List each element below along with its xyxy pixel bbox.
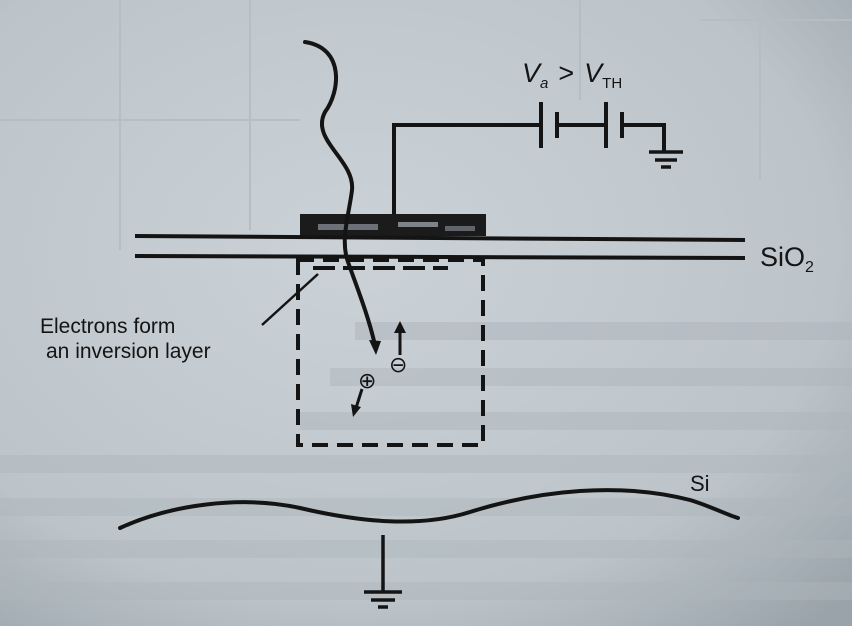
inversion-label-line1: Electrons form bbox=[40, 315, 175, 338]
hole-symbol-icon: ⊕ bbox=[358, 368, 376, 393]
gate-voltage-source bbox=[392, 102, 666, 217]
electron-symbol-icon: ⊖ bbox=[389, 352, 407, 377]
depletion-region-box bbox=[296, 258, 485, 447]
ground-icon-bottom bbox=[364, 535, 402, 609]
hole-carrier: ⊕ bbox=[351, 368, 376, 417]
ground-icon-top bbox=[649, 150, 683, 169]
hole-down-arrow-icon bbox=[351, 404, 361, 417]
electron-up-arrow-icon bbox=[394, 321, 406, 333]
inversion-label-leader bbox=[261, 273, 319, 326]
electron-carrier: ⊖ bbox=[389, 321, 407, 377]
photon-arrowhead bbox=[369, 340, 381, 355]
sio2-label: SiO2 bbox=[760, 242, 814, 276]
metal-gate-electrode bbox=[300, 214, 486, 236]
voltage-label: Va>VTH bbox=[522, 58, 622, 92]
faint-background-lines bbox=[0, 0, 852, 250]
silicon-substrate-edge bbox=[118, 488, 740, 530]
inversion-label-line2: an inversion layer bbox=[46, 340, 211, 363]
incident-photon-path bbox=[303, 40, 377, 347]
si-label: Si bbox=[690, 471, 710, 496]
sio2-oxide-layer bbox=[134, 234, 746, 260]
